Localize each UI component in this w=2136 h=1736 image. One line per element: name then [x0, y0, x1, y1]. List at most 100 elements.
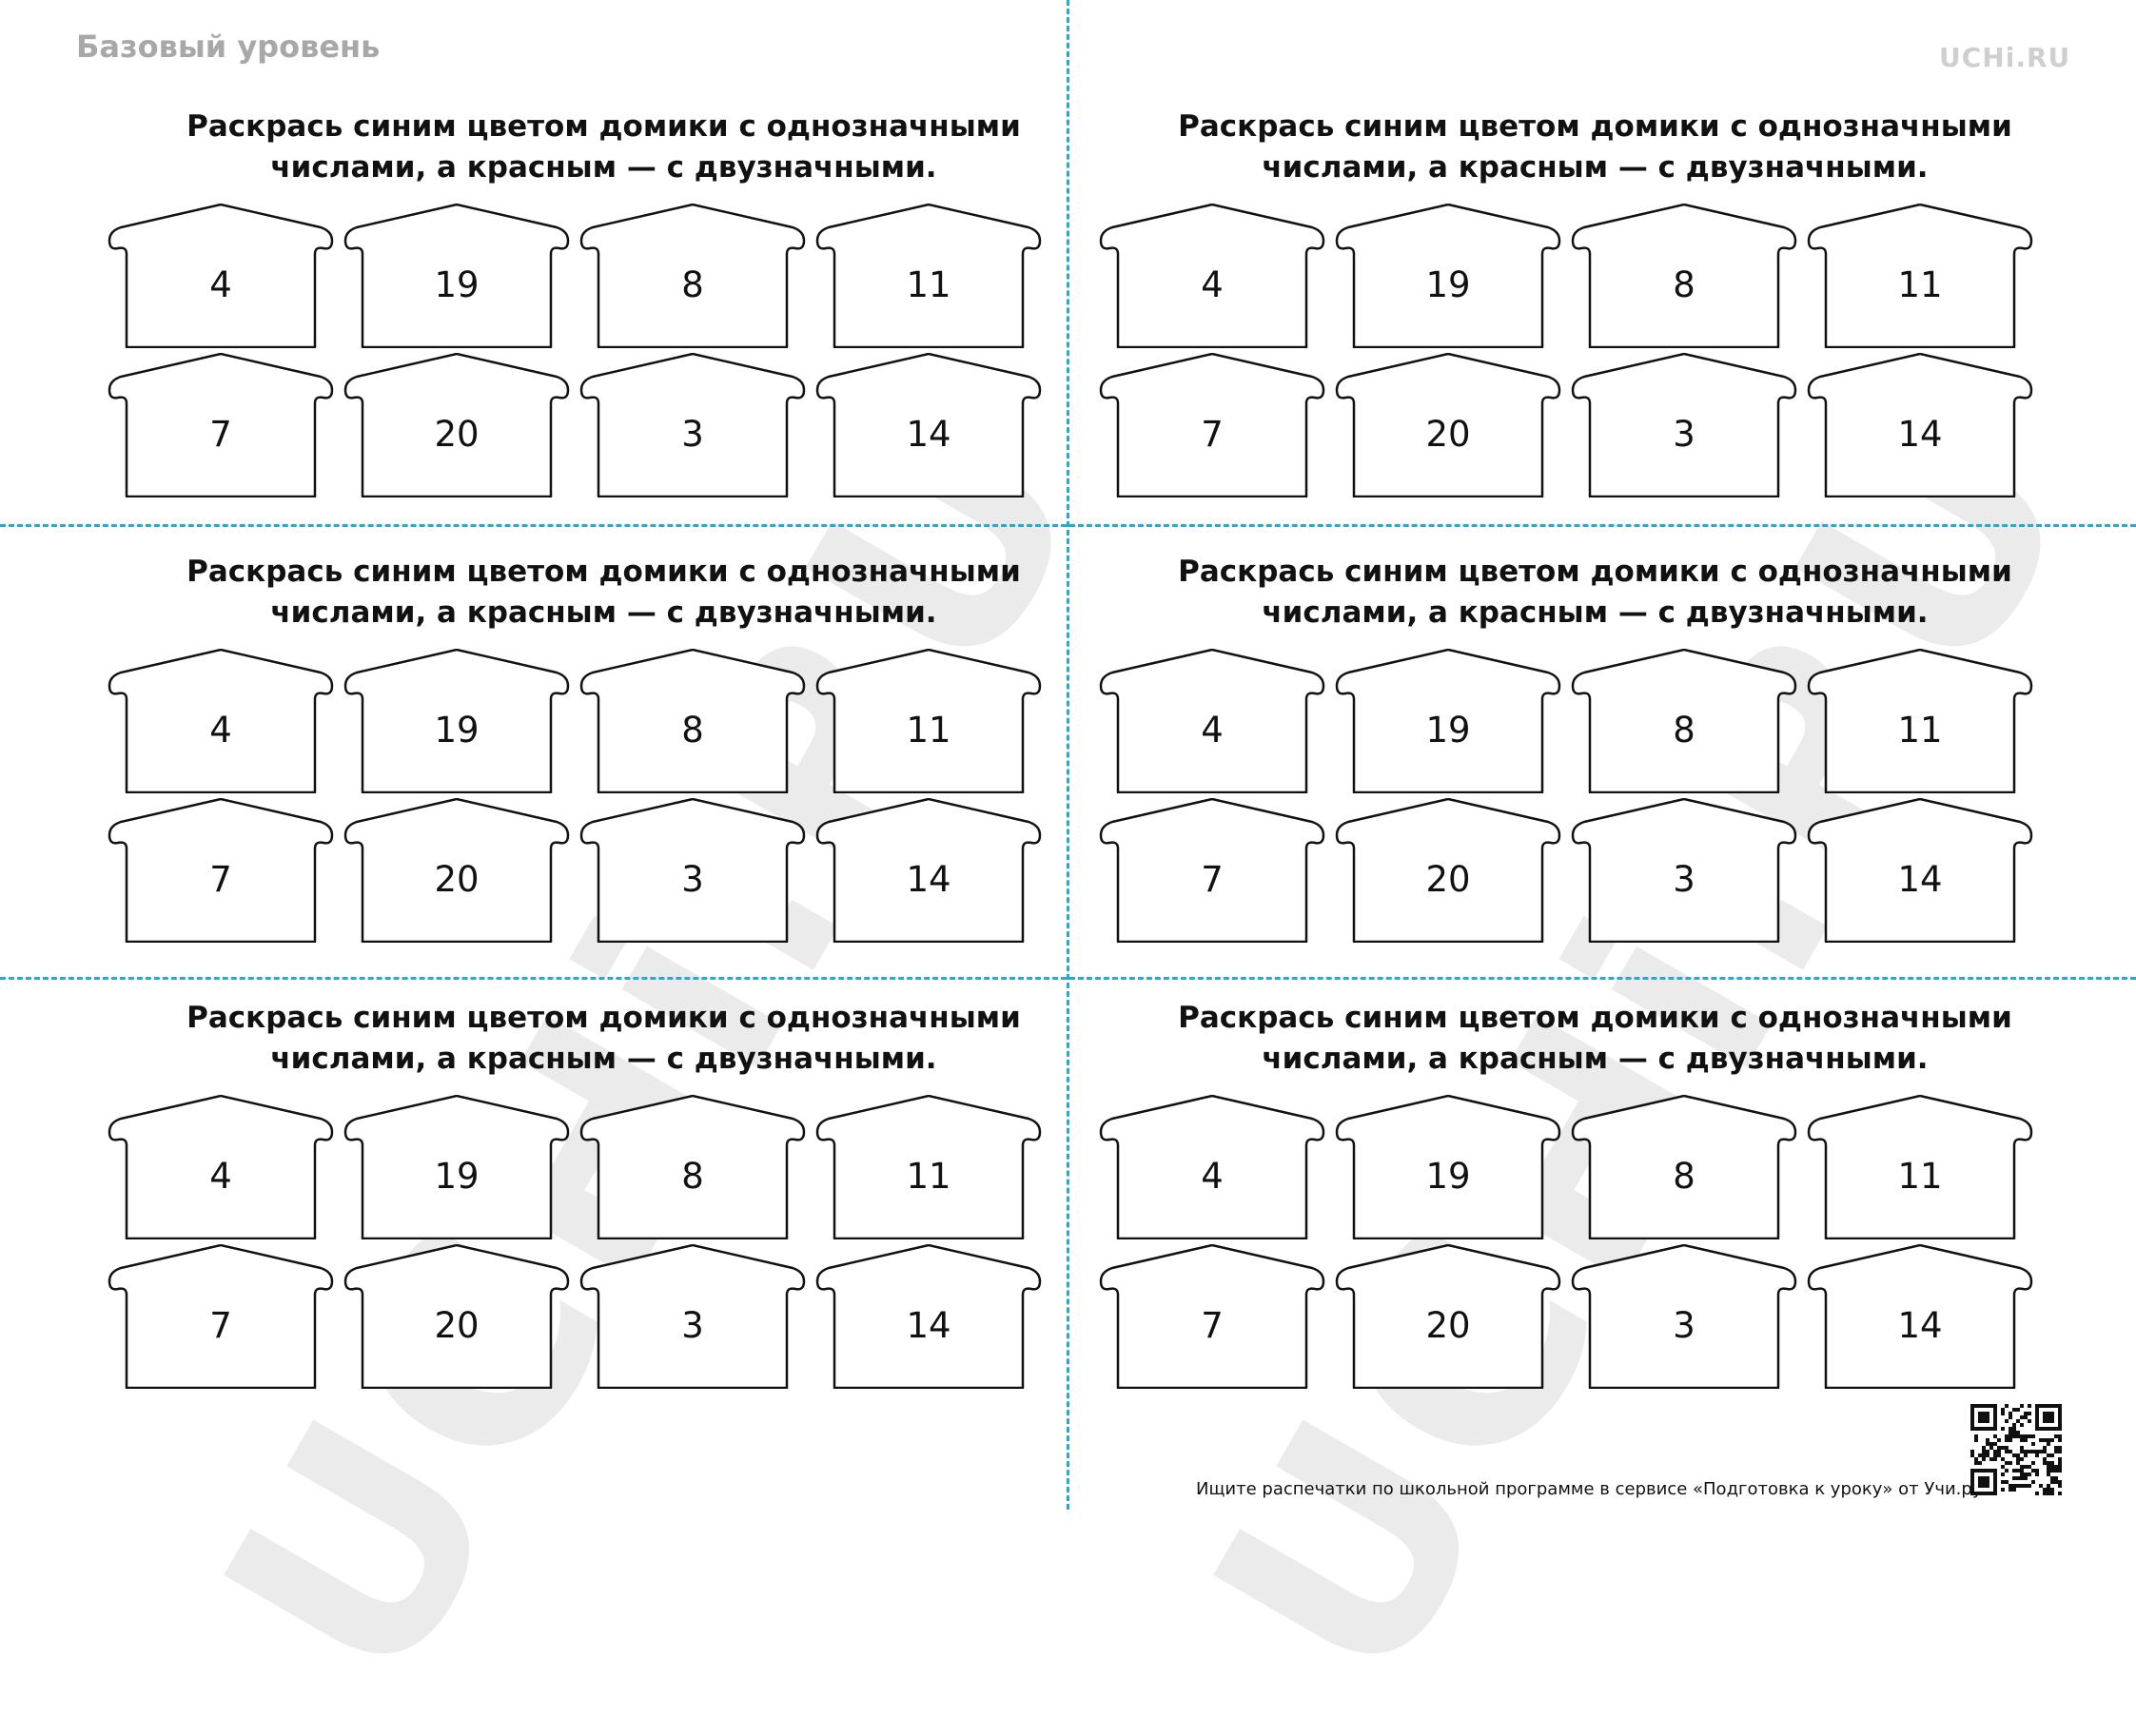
house-icon	[579, 204, 806, 348]
house-icon	[579, 353, 806, 497]
task-card: Раскрась синим цветом домики с однозначн…	[108, 107, 1100, 511]
house-number: 14	[1897, 859, 1943, 900]
house-shape[interactable]: 14	[815, 798, 1042, 943]
house-shape[interactable]: 8	[1571, 1095, 1797, 1239]
house-icon	[108, 1095, 334, 1239]
house-shape[interactable]: 19	[343, 649, 570, 793]
task-line-2: числами, а красным — с двузначными.	[1262, 150, 1929, 185]
house-shape[interactable]: 7	[108, 1244, 334, 1389]
house-shape[interactable]: 4	[108, 204, 334, 348]
task-line-1: Раскрась синим цветом домики с однозначн…	[186, 555, 1021, 589]
house-shape[interactable]: 20	[1335, 1244, 1561, 1389]
house-shape[interactable]: 3	[579, 798, 806, 943]
task-line-2: числами, а красным — с двузначными.	[1262, 1042, 1929, 1076]
house-number: 7	[1201, 1305, 1224, 1346]
house-shape[interactable]: 20	[343, 1244, 570, 1389]
house-icon	[1099, 204, 1325, 348]
house-shape[interactable]: 14	[815, 353, 1042, 497]
house-number: 14	[906, 1305, 951, 1346]
footer-note: Ищите распечатки по школьной программе в…	[1196, 1479, 1989, 1499]
house-shape[interactable]: 4	[1099, 204, 1325, 348]
house-shape[interactable]: 19	[1335, 649, 1561, 793]
house-shape[interactable]: 19	[1335, 1095, 1561, 1239]
task-instruction: Раскрась синим цветом домики с однозначн…	[1099, 107, 2091, 188]
house-icon	[1335, 798, 1561, 943]
house-icon	[815, 649, 1042, 793]
house-shape[interactable]: 20	[343, 798, 570, 943]
house-shape[interactable]: 8	[1571, 649, 1797, 793]
house-shape[interactable]: 14	[1807, 353, 2033, 497]
house-shape[interactable]: 19	[343, 204, 570, 348]
house-icon	[1099, 1095, 1325, 1239]
house-shape[interactable]: 11	[815, 204, 1042, 348]
house-number: 3	[681, 1305, 704, 1346]
house-number: 4	[1201, 710, 1224, 751]
house-number: 8	[1673, 1156, 1695, 1197]
house-icon	[1099, 649, 1325, 793]
house-shape[interactable]: 4	[1099, 649, 1325, 793]
cut-line-horizontal-2	[0, 977, 2136, 980]
house-shape[interactable]: 20	[1335, 798, 1561, 943]
house-icon	[1571, 204, 1797, 348]
house-icon	[815, 353, 1042, 497]
house-icon	[815, 1244, 1042, 1389]
house-icon	[108, 649, 334, 793]
house-number: 20	[434, 859, 480, 900]
house-number: 4	[209, 1156, 232, 1197]
house-shape[interactable]: 11	[1807, 1095, 2033, 1239]
house-shape[interactable]: 8	[579, 649, 806, 793]
house-shape[interactable]: 19	[1335, 204, 1561, 348]
house-shape[interactable]: 14	[815, 1244, 1042, 1389]
house-number: 19	[1425, 710, 1471, 751]
house-shape[interactable]: 4	[1099, 1095, 1325, 1239]
house-shape[interactable]: 11	[815, 1095, 1042, 1239]
house-icon	[108, 353, 334, 497]
house-shape[interactable]: 14	[1807, 1244, 2033, 1389]
house-number: 19	[1425, 264, 1471, 305]
house-shape[interactable]: 19	[343, 1095, 570, 1239]
task-line-1: Раскрась синим цветом домики с однозначн…	[186, 109, 1021, 144]
house-shape[interactable]: 14	[1807, 798, 2033, 943]
house-number: 3	[1673, 859, 1695, 900]
house-shape[interactable]: 4	[108, 649, 334, 793]
house-shape[interactable]: 7	[108, 798, 334, 943]
house-shape[interactable]: 11	[1807, 649, 2033, 793]
task-line-2: числами, а красным — с двузначными.	[1262, 595, 1929, 630]
house-number: 19	[434, 710, 480, 751]
house-icon	[1807, 798, 2033, 943]
house-shape[interactable]: 3	[1571, 1244, 1797, 1389]
house-number: 8	[1673, 264, 1695, 305]
house-icon	[1099, 353, 1325, 497]
task-instruction: Раскрась синим цветом домики с однозначн…	[1099, 552, 2091, 634]
house-shape[interactable]: 8	[579, 204, 806, 348]
house-shape[interactable]: 7	[1099, 353, 1325, 497]
task-card: Раскрась синим цветом домики с однозначн…	[108, 552, 1100, 956]
house-number: 8	[681, 1156, 704, 1197]
house-shape[interactable]: 3	[1571, 798, 1797, 943]
house-shape[interactable]: 20	[343, 353, 570, 497]
house-shape[interactable]: 3	[579, 1244, 806, 1389]
house-shape[interactable]: 11	[1807, 204, 2033, 348]
house-icon	[1335, 1244, 1561, 1389]
house-icon	[1335, 1095, 1561, 1239]
house-shape[interactable]: 20	[1335, 353, 1561, 497]
house-icon	[1571, 1095, 1797, 1239]
house-icon	[1807, 353, 2033, 497]
house-shape[interactable]: 7	[1099, 798, 1325, 943]
house-shape[interactable]: 3	[579, 353, 806, 497]
house-number: 11	[1897, 710, 1943, 751]
house-number: 7	[209, 414, 232, 455]
house-icon	[1335, 649, 1561, 793]
house-icon	[1099, 1244, 1325, 1389]
house-icon	[108, 1244, 334, 1389]
house-shape[interactable]: 7	[1099, 1244, 1325, 1389]
house-shape[interactable]: 8	[579, 1095, 806, 1239]
house-shape[interactable]: 8	[1571, 204, 1797, 348]
house-shape[interactable]: 3	[1571, 353, 1797, 497]
house-shape[interactable]: 7	[108, 353, 334, 497]
house-number: 3	[1673, 414, 1695, 455]
house-shape[interactable]: 11	[815, 649, 1042, 793]
house-icon	[343, 798, 570, 943]
house-shape[interactable]: 4	[108, 1095, 334, 1239]
cut-line-vertical	[1067, 0, 1069, 1510]
